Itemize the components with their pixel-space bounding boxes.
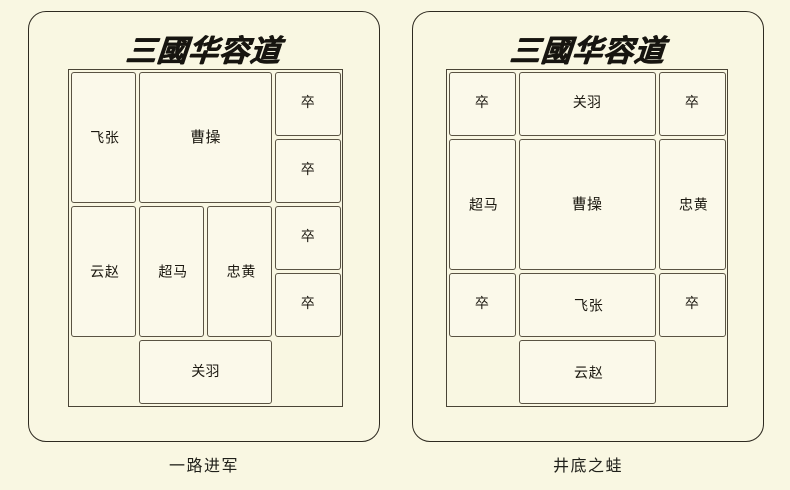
tile-label: 卒 [300,94,316,111]
tile-guanyu[interactable]: 关羽 [138,340,273,405]
tile-label: 卒 [300,229,316,246]
tile-huangzhong[interactable]: 黄 忠 [207,205,273,338]
tile-zu-3[interactable]: 卒 [275,205,341,271]
tile-machao[interactable]: 马 超 [138,205,204,338]
tile-huangzhong[interactable]: 黄 忠 [658,138,726,271]
tile-label: 卒 [474,296,490,313]
klotski-board-left: 张 飞曹操卒卒赵 云马 超黄 忠卒卒关羽 [68,69,343,407]
klotski-board-right: 卒关羽卒马 超曹操黄 忠卒张 飞卒赵 云 [446,69,728,407]
tile-label: 卒 [684,296,700,313]
puzzle-caption-right: 井底之蛙 [552,456,623,475]
tile-label: 黄 忠 [224,264,256,279]
puzzle-title-left: 三國华容道 [124,34,283,69]
tile-label: 曹操 [571,194,603,213]
tile-label: 张 飞 [572,298,603,313]
tile-label: 卒 [684,94,700,111]
tile-caocao[interactable]: 曹操 [518,138,656,271]
tile-zu-2[interactable]: 卒 [275,138,341,203]
puzzle-caption-left: 一路进军 [168,456,239,475]
tile-label: 黄 忠 [677,197,708,212]
tile-zu-2[interactable]: 卒 [658,71,726,136]
tile-label: 关羽 [191,363,220,380]
tile-label: 关羽 [572,94,602,111]
tile-machao[interactable]: 马 超 [448,138,516,271]
tile-zu-4[interactable]: 卒 [275,273,341,338]
puzzle-card-right: 三國华容道 卒关羽卒马 超曹操黄 忠卒张 飞卒赵 云 [412,11,764,442]
tile-label: 赵 云 [572,365,603,380]
tile-zhaoyun[interactable]: 赵 云 [518,340,656,405]
tile-caocao[interactable]: 曹操 [138,71,273,203]
tile-zhangfei[interactable]: 张 飞 [518,273,656,338]
tile-zu-1[interactable]: 卒 [275,71,341,136]
puzzle-title-right: 三國华容道 [508,34,667,69]
tile-zu-3[interactable]: 卒 [448,273,516,338]
tile-label: 曹操 [190,127,221,146]
tile-zu-1[interactable]: 卒 [448,71,516,136]
puzzle-card-left: 三國华容道 张 飞曹操卒卒赵 云马 超黄 忠卒卒关羽 [28,11,380,442]
tile-label: 张 飞 [88,130,119,145]
tile-label: 卒 [300,161,316,178]
tile-label: 卒 [300,296,316,313]
tile-zhangfei[interactable]: 张 飞 [70,71,136,203]
tile-label: 马 超 [156,264,188,279]
tile-zhaoyun[interactable]: 赵 云 [70,205,136,338]
tile-guanyu[interactable]: 关羽 [518,71,656,136]
tile-label: 卒 [474,94,490,111]
tile-label: 马 超 [467,197,498,212]
tile-label: 赵 云 [88,264,119,279]
tile-zu-4[interactable]: 卒 [658,273,726,338]
